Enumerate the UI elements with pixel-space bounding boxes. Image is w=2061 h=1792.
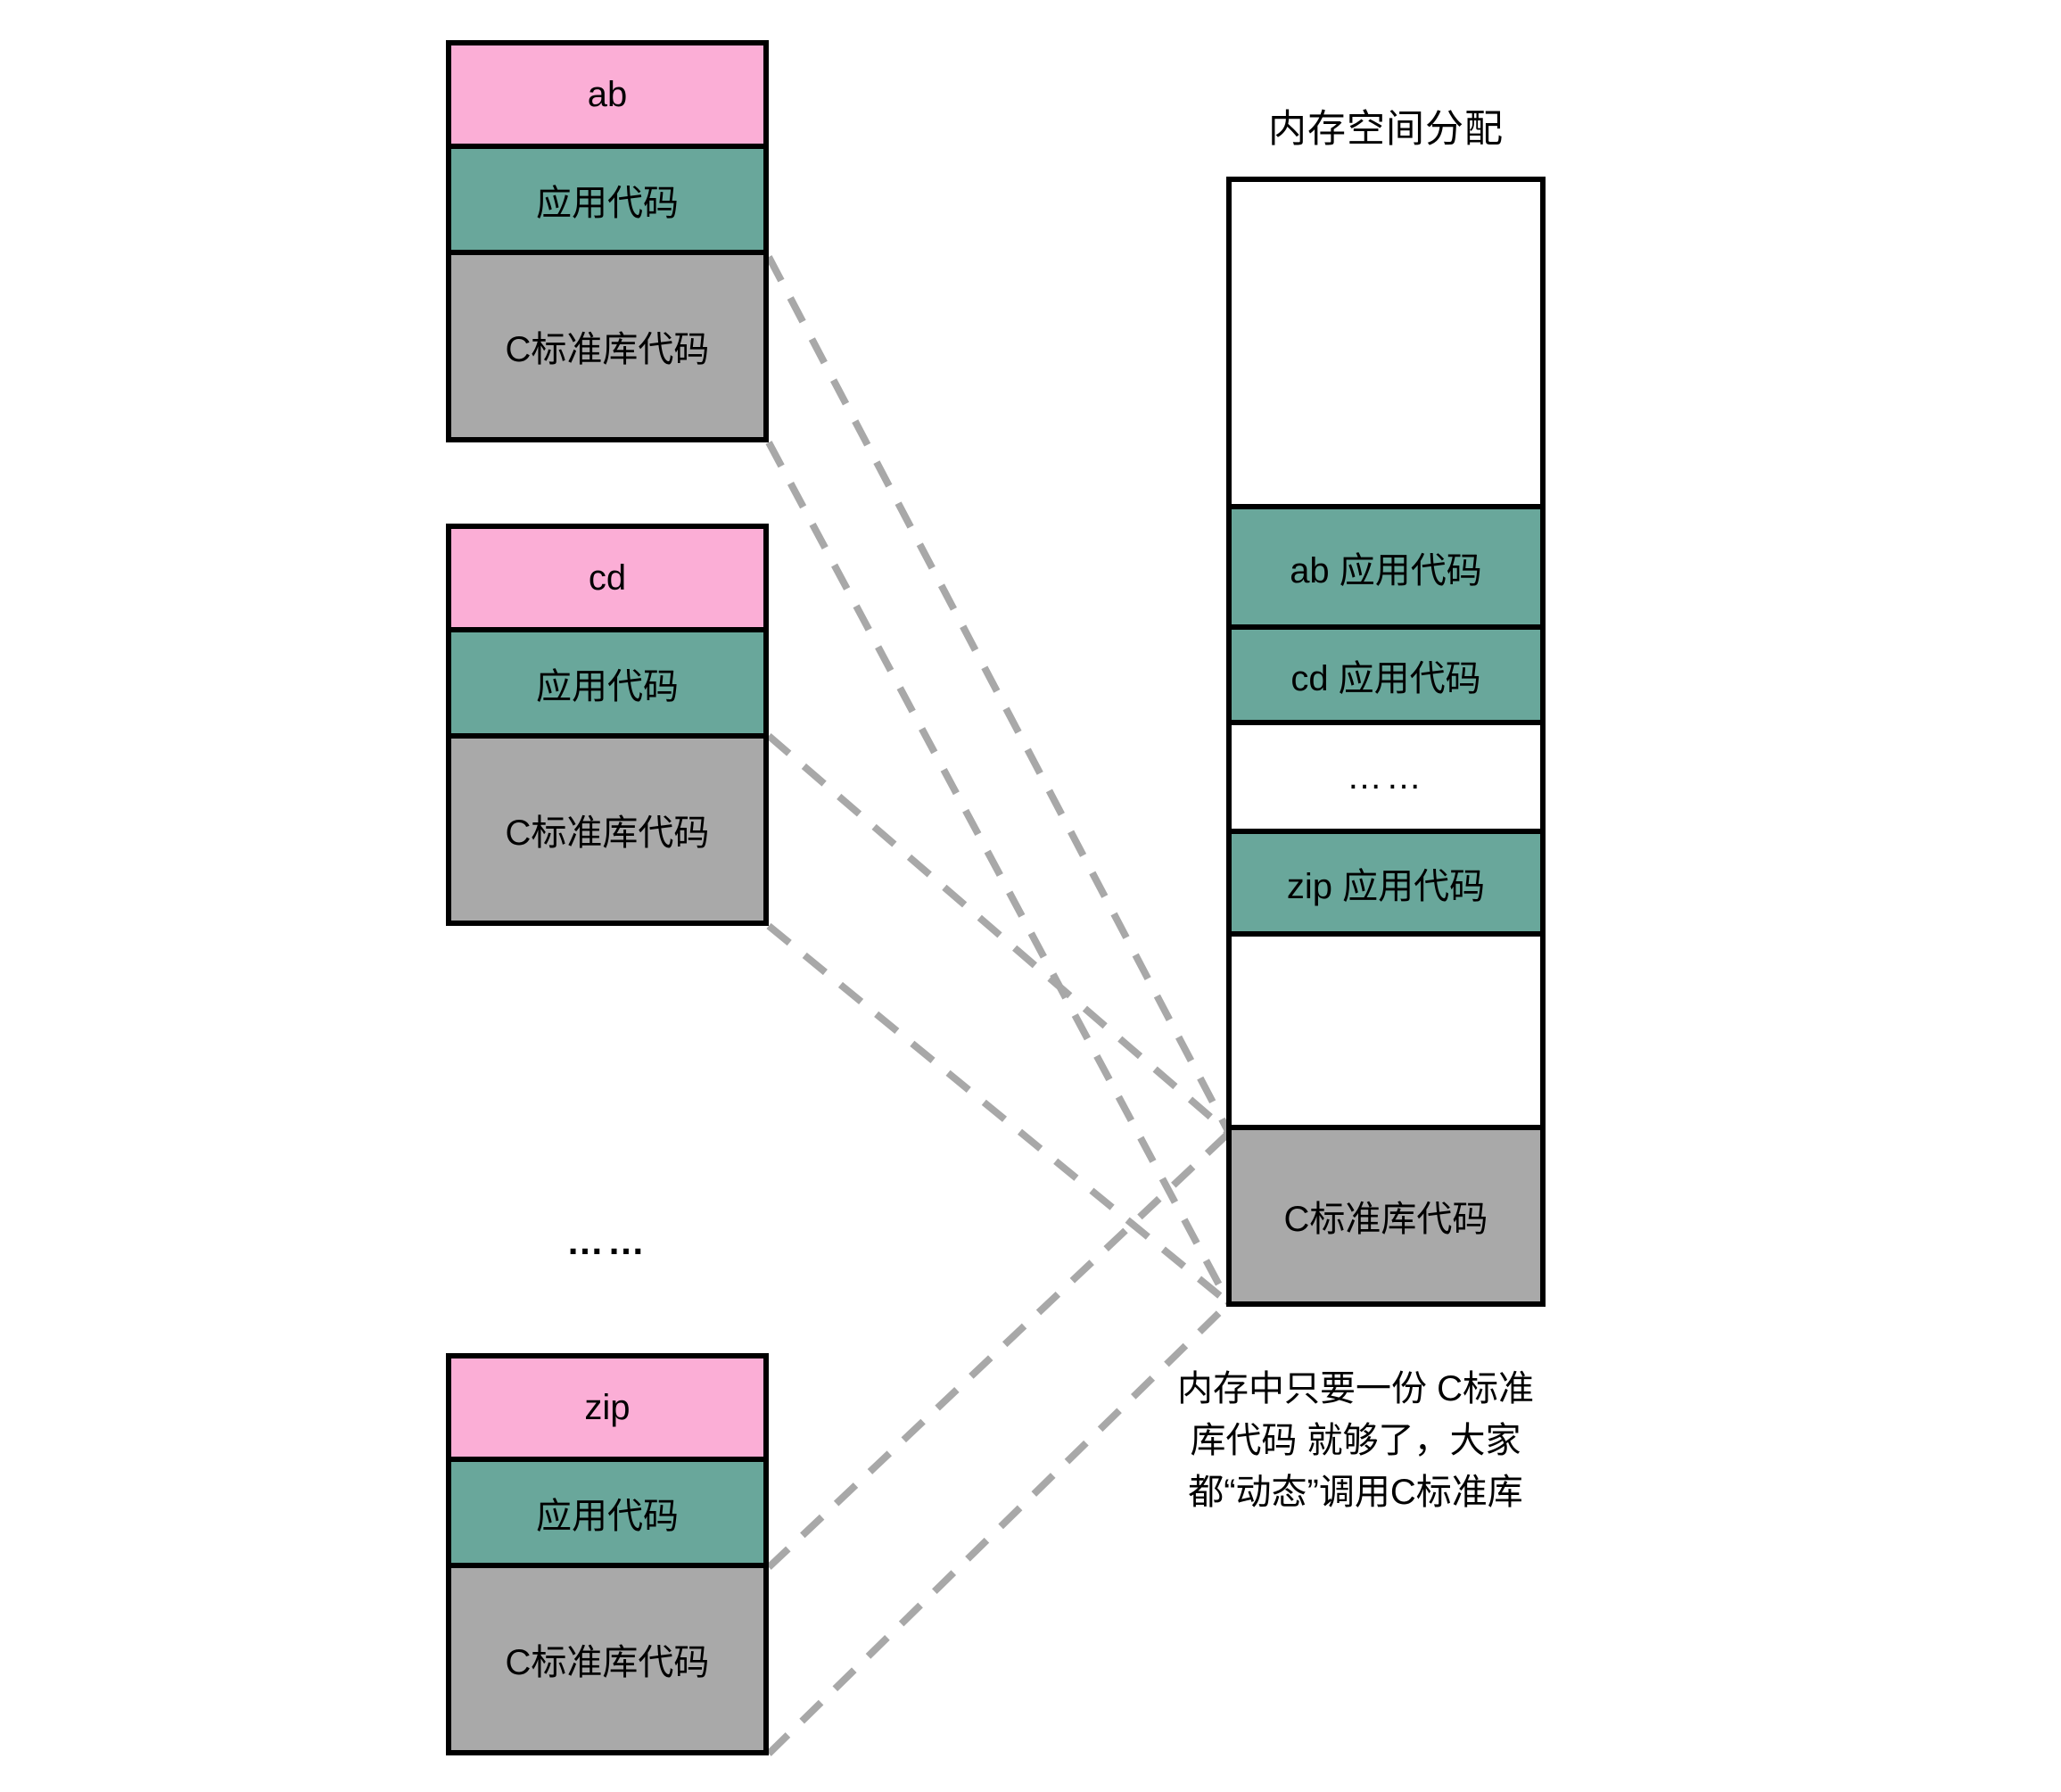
memory-map-title: 内存空间分配 [1268,108,1504,151]
program-zip-app-code-section: 应用代码 [451,1462,763,1568]
memory-section-zip-app-code: zip 应用代码 [1232,834,1540,937]
programs-ellipsis: …… [566,1220,648,1262]
connection-ab-clib-top-to-memory-clib-top [765,255,1232,1135]
annotation-note: 内存中只要一份 C标准 库代码 就够了，大家 都“动态”调用C标准库 [1159,1363,1552,1518]
program-ab-c-std-lib-section: C标准库代码 [451,255,763,437]
annotation-line-1: 内存中只要一份 C标准 [1177,1369,1534,1408]
memory-section-ellipsis: …… [1232,725,1540,834]
memory-section-ab-app-code: ab 应用代码 [1232,509,1540,630]
memory-map-box: ab 应用代码 cd 应用代码 …… zip 应用代码 C标准库代码 [1226,177,1546,1307]
program-name-cd: cd [451,529,763,632]
program-box-cd: cd 应用代码 C标准库代码 [446,524,769,926]
annotation-line-3: 都“动态”调用C标准库 [1188,1473,1523,1512]
connection-cd-clib-bottom-to-memory-clib-bottom [766,922,1232,1307]
memory-free-space-mid [1232,937,1540,1130]
program-cd-c-std-lib-section: C标准库代码 [451,739,763,921]
program-ab-app-code-section: 应用代码 [451,149,763,255]
memory-section-cd-app-code: cd 应用代码 [1232,630,1540,725]
program-box-zip: zip 应用代码 C标准库代码 [446,1353,769,1755]
connection-cd-clib-top-to-memory-clib-top [766,732,1232,1136]
memory-section-c-std-lib: C标准库代码 [1232,1130,1540,1301]
program-zip-c-std-lib-section: C标准库代码 [451,1568,763,1750]
program-cd-app-code-section: 应用代码 [451,632,763,739]
annotation-line-2: 库代码 就够了，大家 [1190,1421,1521,1460]
connection-ab-clib-bottom-to-memory-clib-bottom [765,441,1232,1305]
memory-free-space-top [1232,182,1540,509]
program-box-ab: ab 应用代码 C标准库代码 [446,40,769,442]
program-name-ab: ab [451,45,763,149]
program-name-zip: zip [451,1358,763,1462]
